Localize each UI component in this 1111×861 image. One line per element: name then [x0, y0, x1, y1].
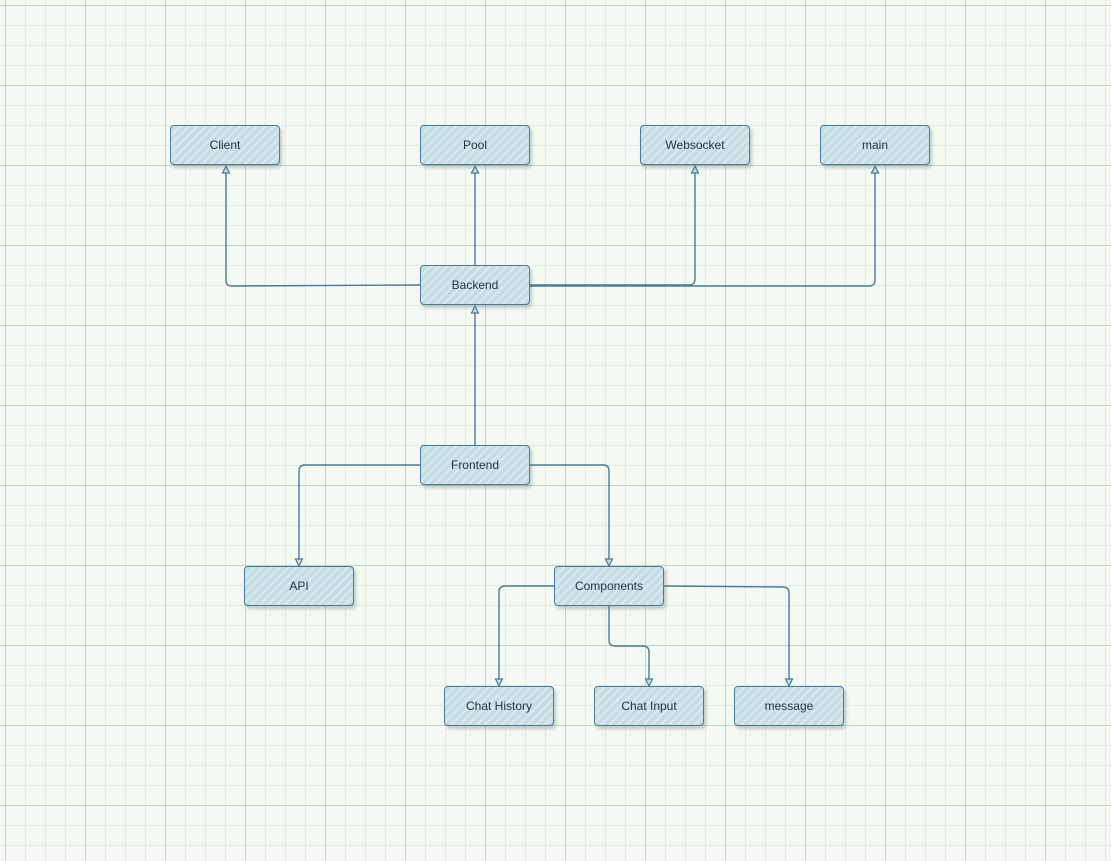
connector-line — [530, 464, 610, 561]
connector-line — [608, 606, 650, 681]
node-pool[interactable]: Pool — [420, 125, 530, 165]
arrowhead-icon — [470, 304, 480, 314]
node-label: Frontend — [450, 458, 500, 472]
node-chat-history[interactable]: Chat History — [444, 686, 554, 726]
node-main[interactable]: main — [820, 125, 930, 165]
edge-backend-to-pool[interactable] — [470, 164, 480, 265]
edge-components-to-chat_history[interactable] — [494, 585, 555, 688]
edge-backend-to-main[interactable] — [530, 164, 880, 287]
node-components[interactable]: Components — [554, 566, 664, 606]
edge-backend-to-websocket[interactable] — [530, 164, 700, 286]
edge-components-to-chat_input[interactable] — [608, 606, 654, 688]
connector-line — [298, 464, 420, 561]
arrowhead-icon — [470, 164, 480, 174]
node-label: API — [289, 579, 309, 593]
node-label: message — [764, 699, 814, 713]
node-message[interactable]: message — [734, 686, 844, 726]
edge-frontend-to-components[interactable] — [530, 464, 614, 568]
node-label: Backend — [451, 278, 499, 292]
node-api[interactable]: API — [244, 566, 354, 606]
node-chat-input[interactable]: Chat Input — [594, 686, 704, 726]
node-client[interactable]: Client — [170, 125, 280, 165]
node-label: Components — [574, 579, 644, 593]
connector-line — [663, 585, 790, 681]
arrowhead-icon — [784, 678, 794, 688]
edge-components-to-message[interactable] — [663, 585, 794, 688]
edge-frontend-to-api[interactable] — [294, 464, 421, 568]
node-label: Pool — [462, 138, 488, 152]
arrowhead-icon — [494, 678, 504, 688]
node-websocket[interactable]: Websocket — [640, 125, 750, 165]
arrowhead-icon — [604, 558, 614, 568]
arrowhead-icon — [221, 164, 231, 174]
node-label: Client — [209, 138, 241, 152]
connector-line — [225, 171, 421, 287]
node-frontend[interactable]: Frontend — [420, 445, 530, 485]
connector-line — [498, 585, 554, 681]
edge-backend-to-client[interactable] — [221, 164, 421, 287]
connector-line — [530, 171, 876, 287]
arrowhead-icon — [294, 558, 304, 568]
node-backend[interactable]: Backend — [420, 265, 530, 305]
node-label: Chat History — [465, 699, 533, 713]
connector-line — [530, 171, 696, 286]
arrowhead-icon — [690, 164, 700, 174]
node-label: Chat Input — [621, 699, 677, 713]
node-label: Websocket — [665, 138, 725, 152]
edge-frontend-to-backend[interactable] — [470, 304, 480, 445]
node-label: main — [861, 138, 888, 152]
arrowhead-icon — [644, 678, 654, 688]
arrowhead-icon — [870, 164, 880, 174]
